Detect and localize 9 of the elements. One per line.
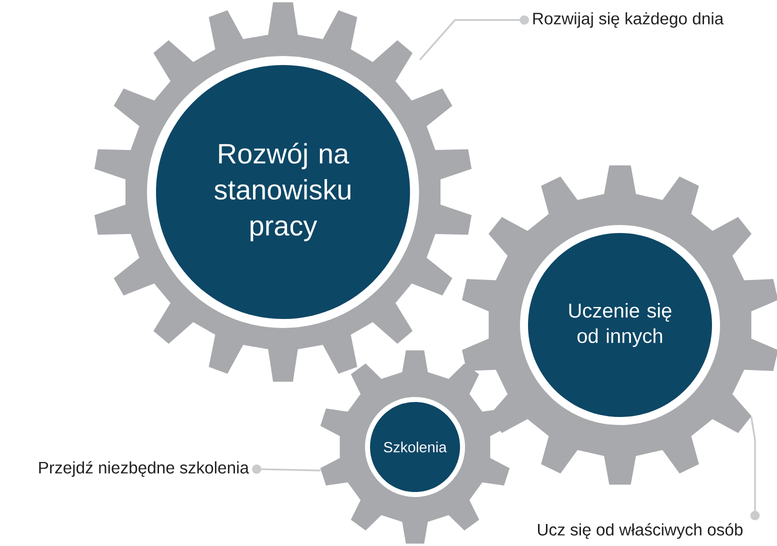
leader-line	[750, 416, 760, 520]
gear: Rozwój na stanowisku pracy	[94, 2, 472, 382]
label-text: Przejdź niezbędne szkolenia	[39, 461, 249, 477]
label-text: Ucz się od właściwych osób	[538, 523, 743, 539]
leader-line	[252, 464, 321, 474]
gear: Uczenie się od innych	[462, 165, 777, 485]
leader-line	[419, 15, 529, 60]
label-text: Rozwijaj się każdego dnia	[533, 12, 724, 28]
gear: Szkolenia	[320, 350, 510, 544]
